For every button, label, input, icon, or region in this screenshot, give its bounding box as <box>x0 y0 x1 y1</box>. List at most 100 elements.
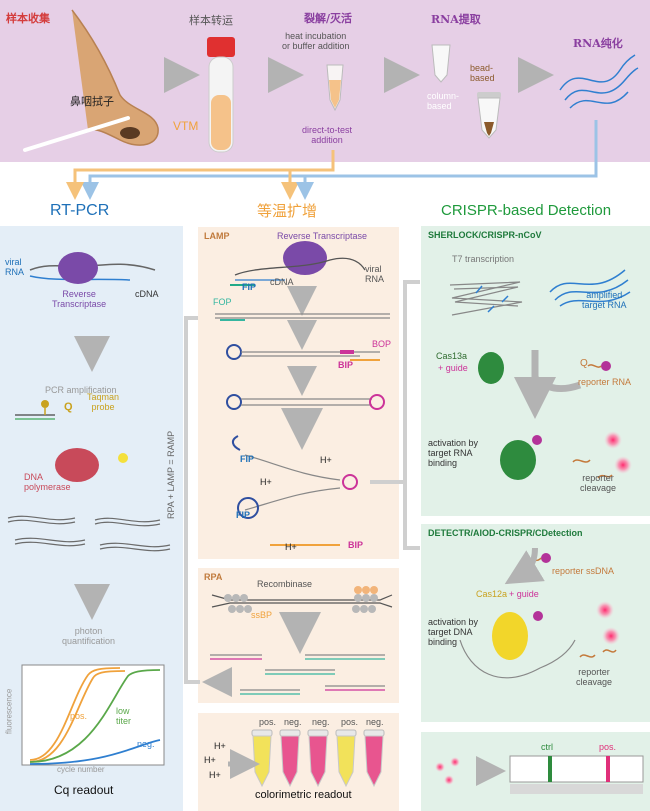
colorimetric-h-plus-1: H+ <box>214 741 226 751</box>
detectr-title: DETECTR/AIOD-CRISPR/CDetection <box>428 528 583 538</box>
colorimetric-readout-label: colorimetric readout <box>255 789 352 801</box>
guide-label-1: + guide <box>438 363 468 373</box>
tube-cap <box>251 729 273 737</box>
fip-label-1: FIP <box>242 282 257 292</box>
bip-label-1: BIP <box>338 360 354 370</box>
lamp-title: LAMP <box>204 231 230 241</box>
tube-label-5: neg. <box>366 717 384 727</box>
nasal-swab-label: 鼻咽拭子 <box>70 95 114 108</box>
recombinase-label: Recombinase <box>257 579 313 589</box>
reverse-transcriptase-label: Reverse Transcriptase <box>52 289 107 309</box>
dna-polymerase-label: DNA polymerase <box>24 472 71 492</box>
reaction-tube <box>308 735 328 788</box>
tube-label-1: pos. <box>259 717 277 727</box>
nose-illustration <box>71 9 159 146</box>
rna-activation-label: activation by target RNA binding <box>428 438 479 468</box>
sample-collection-title: 样本收集 <box>6 12 50 25</box>
dna-reporter-cleavage-label: reporter cleavage <box>576 667 613 687</box>
h-plus-2: H+ <box>260 477 272 487</box>
column-based-label: column- based <box>427 91 460 111</box>
ssbp-label: ssBP <box>251 610 273 620</box>
cas12a-label: Cas12a <box>476 589 508 599</box>
fop-label: FOP <box>213 297 232 307</box>
rtpcr-illustration <box>7 252 171 766</box>
colorimetric-h-plus-2: H+ <box>204 755 216 765</box>
cycle-number-axis-label: cycle number <box>57 765 105 774</box>
lamp-viral-rna-label: viral RNA <box>365 264 385 284</box>
fluorescence-axis-label: fluorescence <box>4 688 14 735</box>
rna-extraction-title: RNA提取 <box>431 13 481 26</box>
lateral-pos-label: pos. <box>599 742 617 752</box>
rpa-title: RPA <box>204 572 223 582</box>
reporter-rna-label: reporter RNA <box>578 377 632 387</box>
sherlock-title: SHERLOCK/CRISPR-nCoV <box>428 230 542 240</box>
reporter-ssdna-label: reporter ssDNA <box>552 566 615 576</box>
tube-cap <box>363 729 385 737</box>
cq-readout-label: Cq readout <box>54 783 114 797</box>
tube-cap <box>279 729 301 737</box>
taqman-probe-label: Taqman probe <box>87 392 120 412</box>
fip-label-2: FIP <box>240 454 255 464</box>
bead-tube-icon <box>477 92 501 139</box>
pcr-amplification-label: PCR amplification <box>45 385 117 395</box>
rna-purification-title: RNA纯化 <box>573 37 623 50</box>
q-label: Q <box>64 401 73 413</box>
direct-to-test-label: direct-to-test addition <box>302 125 353 145</box>
swab-icon <box>23 116 130 152</box>
bop-label: BOP <box>372 339 392 349</box>
guide-label-2: + guide <box>509 589 539 599</box>
tube-label-3: neg. <box>312 717 330 727</box>
cdna-label: cDNA <box>135 289 159 299</box>
vtm-label: VTM <box>173 119 199 133</box>
t7-transcription-label: T7 transcription <box>452 254 515 264</box>
pos-curve-label: pos. <box>70 711 88 721</box>
crispr-title: CRISPR-based Detection <box>441 202 612 219</box>
ramp-bracket <box>184 316 232 697</box>
bead-based-label: bead- based <box>470 63 495 83</box>
isothermal-title: 等温扩增 <box>257 202 318 220</box>
lateral-flow-illustration <box>435 755 644 794</box>
lamp-to-crispr-connector <box>370 280 420 550</box>
sample-transport-title: 样本转运 <box>189 14 233 27</box>
photon-quantification-label: photon quantification <box>62 626 116 646</box>
low-titer-label: low titer <box>116 706 132 726</box>
colorimetric-tubes <box>251 729 385 788</box>
h-plus-1: H+ <box>320 455 332 465</box>
reaction-tube <box>280 735 300 788</box>
tube-label-4: pos. <box>341 717 359 727</box>
lamp-illustration <box>215 241 390 546</box>
ramp-label: RPA + LAMP = RAMP <box>166 430 177 520</box>
lysis-method-label: heat incubation or buffer addition <box>282 31 350 51</box>
rpa-illustration <box>210 586 393 695</box>
lamp-cdna-label: cDNA <box>270 277 294 287</box>
lysis-title: 裂解/灭活 <box>304 12 353 25</box>
lamp-reverse-transcriptase-label: Reverse Transcriptase <box>277 231 368 241</box>
dna-activation-label: activation by target DNA binding <box>428 617 479 647</box>
lysis-tube-icon <box>326 64 344 112</box>
bip-label-2: BIP <box>348 540 364 550</box>
cas13a-label: Cas13a <box>436 351 468 361</box>
detectr-illustration <box>459 547 620 679</box>
neg-curve-label: neg. <box>137 739 155 749</box>
amplified-target-rna-label: amplified target RNA <box>582 290 627 310</box>
vtm-tube-icon <box>207 37 235 153</box>
column-tube-icon <box>431 44 451 83</box>
reaction-tube <box>336 735 356 788</box>
tube-cap <box>335 729 357 737</box>
h-plus-3: H+ <box>285 542 297 552</box>
sherlock-q-label: Q <box>580 358 588 369</box>
rna-reporter-cleavage-label: reporter cleavage <box>580 473 617 493</box>
tube-label-2: neg. <box>284 717 302 727</box>
viral-rna-label: viral RNA <box>5 257 25 277</box>
reaction-tube <box>252 735 272 788</box>
rtpcr-title: RT-PCR <box>50 202 110 219</box>
ctrl-label: ctrl <box>541 742 553 752</box>
sherlock-illustration <box>449 269 632 480</box>
colorimetric-h-plus-3: H+ <box>209 770 221 780</box>
connector-lines <box>66 120 598 200</box>
reaction-tube <box>364 735 384 788</box>
purified-rna-strands <box>559 54 639 109</box>
tube-cap <box>307 729 329 737</box>
fip-label-3: FIP <box>236 510 251 520</box>
